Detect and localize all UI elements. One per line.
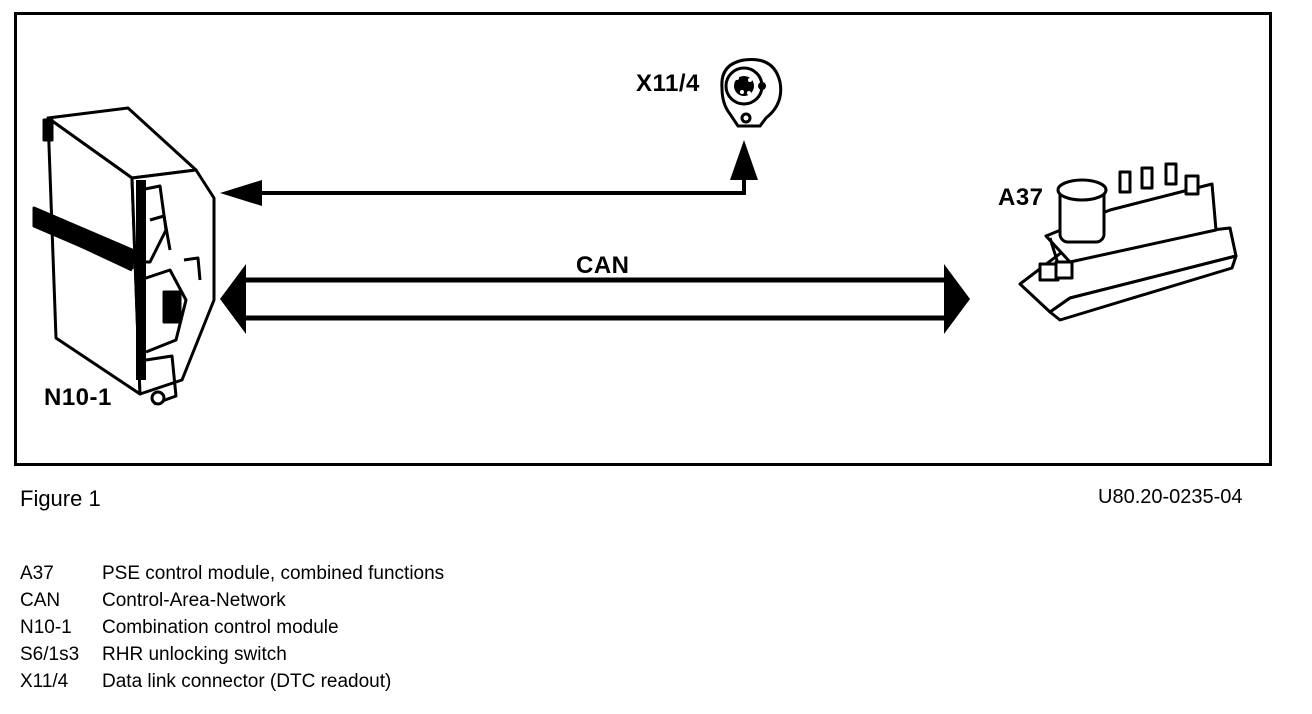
legend-code: A37 <box>20 563 54 584</box>
legend-code: N10-1 <box>20 617 72 638</box>
legend-description: RHR unlocking switch <box>102 644 287 665</box>
arrowhead-right-icon <box>944 264 970 334</box>
pse-module-label: A37 <box>998 184 1044 211</box>
combination-control-module-illustration <box>32 106 216 406</box>
legend-row: S6/1s3 RHR unlocking switch <box>20 641 444 668</box>
legend-code: S6/1s3 <box>20 644 80 665</box>
legend-description: PSE control module, combined functions <box>102 563 445 584</box>
figure-reference: U80.20-0235-04 <box>1098 486 1243 508</box>
data-link-connector-illustration <box>720 57 783 128</box>
arrowhead-up-icon <box>730 140 758 180</box>
legend-row: CAN Control-Area-Network <box>20 587 444 614</box>
legend-row: N10-1 Combination control module <box>20 614 444 641</box>
legend-row: A37 PSE control module, combined functio… <box>20 560 444 587</box>
legend-description: Data link connector (DTC readout) <box>102 671 392 692</box>
can-bus-line <box>220 264 970 334</box>
legend-description: Combination control module <box>102 617 339 638</box>
legend: A37 PSE control module, combined functio… <box>20 560 444 695</box>
legend-code: CAN <box>20 590 61 611</box>
figure-frame <box>14 12 1272 466</box>
control-module-label: N10-1 <box>44 384 112 411</box>
legend-row: X11/4 Data link connector (DTC readout) <box>20 668 444 695</box>
pse-control-module-illustration <box>1018 162 1238 322</box>
arrowhead-left-icon <box>220 180 262 206</box>
connector-label: X11/4 <box>636 70 700 97</box>
bus-label: CAN <box>576 252 630 279</box>
legend-code: X11/4 <box>20 671 69 692</box>
diagnostic-line <box>220 140 758 206</box>
legend-description: Control-Area-Network <box>102 590 286 611</box>
arrowhead-left-icon <box>220 264 246 334</box>
figure-caption: Figure 1 <box>20 486 101 511</box>
